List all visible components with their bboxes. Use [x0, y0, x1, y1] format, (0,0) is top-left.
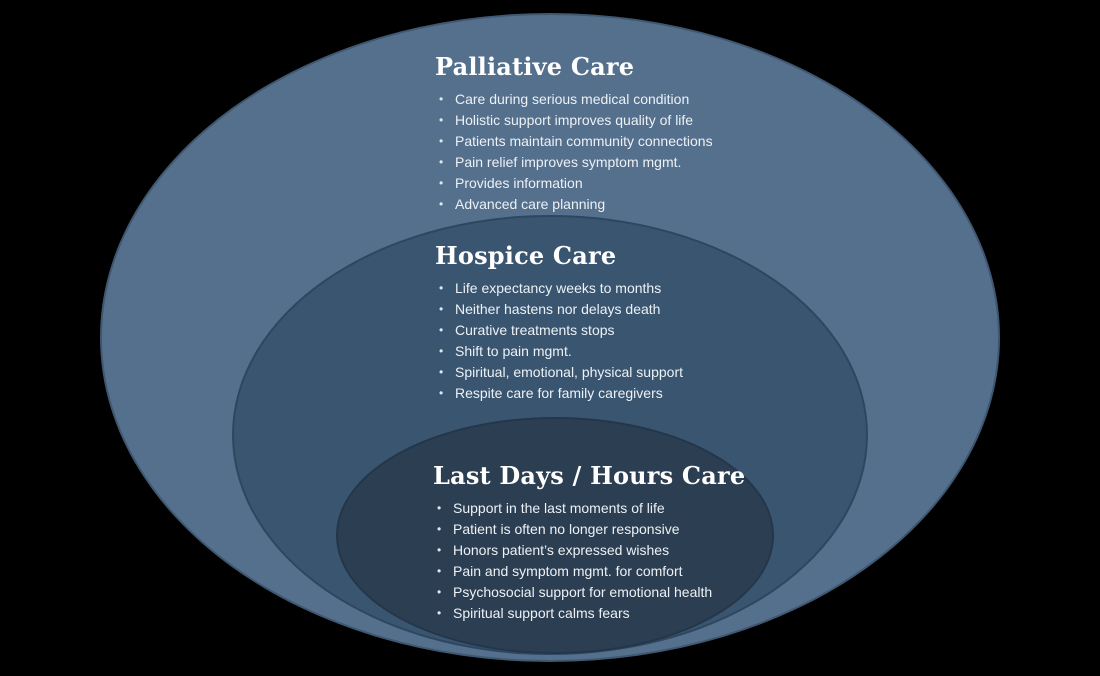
bullet-text: Psychosocial support for emotional healt…	[453, 584, 713, 600]
bullet-text: Shift to pain mgmt.	[455, 343, 572, 359]
bullet-item: • Curative treatments stops	[439, 320, 765, 341]
bullet-text: Spiritual, emotional, physical support	[455, 364, 684, 380]
bullet-text: Life expectancy weeks to months	[455, 280, 662, 296]
bullet-item: • Spiritual, emotional, physical support	[439, 362, 765, 383]
palliative-care-bullet-list: • Care during serious medical condition •…	[435, 89, 765, 215]
bullet-text: Patients maintain community connections	[455, 133, 713, 149]
bullet-text: Advanced care planning	[455, 196, 606, 212]
palliative-care-title: Palliative Care	[435, 52, 635, 81]
bullet-item: • Provides information	[439, 173, 765, 194]
bullet-item: • Shift to pain mgmt.	[439, 341, 765, 362]
bullet-text: Neither hastens nor delays death	[455, 301, 661, 317]
bullet-text: Pain and symptom mgmt. for comfort	[453, 563, 683, 579]
bullet-item: • Pain relief improves symptom mgmt.	[439, 152, 765, 173]
bullet-text: Honors patient’s expressed wishes	[453, 542, 670, 558]
palliative-care-section: Palliative Care • Care during serious med…	[435, 53, 765, 215]
bullet-dot-icon: •	[439, 302, 444, 316]
bullet-item: • Pain and symptom mgmt. for comfort	[437, 561, 763, 582]
bullet-text: Patient is often no longer responsive	[453, 521, 680, 537]
bullet-dot-icon: •	[439, 92, 444, 106]
bullet-item: • Holistic support improves quality of li…	[439, 110, 765, 131]
bullet-dot-icon: •	[437, 564, 442, 578]
bullet-item: • Honors patient’s expressed wishes	[437, 540, 763, 561]
hospice-care-title: Hospice Care	[435, 241, 617, 270]
last-days-hours-care-title: Last Days / Hours Care	[433, 461, 746, 490]
bullet-dot-icon: •	[439, 155, 444, 169]
bullet-item: • Support in the last moments of life	[437, 498, 763, 519]
bullet-item: • Respite care for family caregivers	[439, 383, 765, 404]
bullet-item: • Psychosocial support for emotional heal…	[437, 582, 763, 603]
bullet-dot-icon: •	[439, 281, 444, 295]
bullet-item: • Patient is often no longer responsive	[437, 519, 763, 540]
bullet-text: Care during serious medical condition	[455, 91, 690, 107]
bullet-item: • Spiritual support calms fears	[437, 603, 763, 624]
bullet-text: Support in the last moments of life	[453, 500, 665, 516]
bullet-dot-icon: •	[439, 323, 444, 337]
bullet-dot-icon: •	[439, 365, 444, 379]
last-days-hours-care-section: Last Days / Hours Care • Support in the l…	[433, 462, 763, 624]
bullet-dot-icon: •	[437, 522, 442, 536]
bullet-text: Respite care for family caregivers	[455, 385, 663, 401]
bullet-item: • Patients maintain community connections	[439, 131, 765, 152]
bullet-dot-icon: •	[437, 501, 442, 515]
bullet-dot-icon: •	[439, 386, 444, 400]
bullet-item: • Advanced care planning	[439, 194, 765, 215]
bullet-dot-icon: •	[439, 344, 444, 358]
bullet-dot-icon: •	[437, 543, 442, 557]
bullet-dot-icon: •	[439, 113, 444, 127]
hospice-care-bullet-list: • Life expectancy weeks to months • Neithe…	[435, 278, 765, 404]
bullet-text: Provides information	[455, 175, 583, 191]
last-days-hours-care-ellipse	[336, 417, 774, 654]
bullet-item: • Care during serious medical condition	[439, 89, 765, 110]
bullet-item: • Neither hastens nor delays death	[439, 299, 765, 320]
hospice-care-section: Hospice Care • Life expectancy weeks to m…	[435, 242, 765, 404]
bullet-dot-icon: •	[439, 176, 444, 190]
bullet-dot-icon: •	[437, 585, 442, 599]
bullet-item: • Life expectancy weeks to months	[439, 278, 765, 299]
bullet-text: Pain relief improves symptom mgmt.	[455, 154, 682, 170]
last-days-hours-care-bullet-list: • Support in the last moments of life • Pa…	[433, 498, 763, 624]
bullet-text: Holistic support improves quality of lif…	[455, 112, 694, 128]
bullet-text: Curative treatments stops	[455, 322, 615, 338]
bullet-dot-icon: •	[439, 134, 444, 148]
bullet-dot-icon: •	[437, 606, 442, 620]
bullet-text: Spiritual support calms fears	[453, 605, 630, 621]
bullet-dot-icon: •	[439, 197, 444, 211]
